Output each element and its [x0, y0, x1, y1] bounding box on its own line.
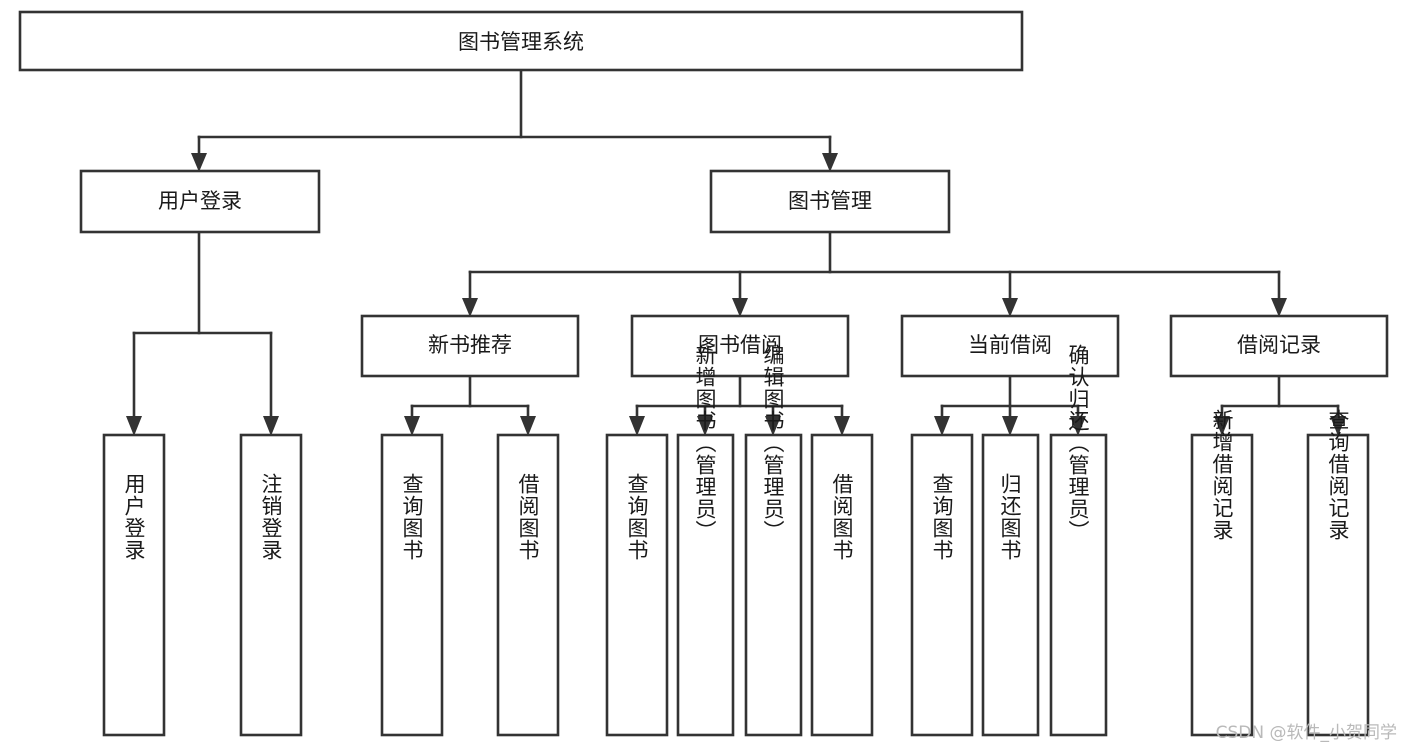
node-current-borrow[interactable]: 当前借阅: [900, 314, 1120, 378]
node-new-book-recommend[interactable]: 新书推荐: [360, 314, 580, 378]
leaf-box-8[interactable]: [810, 433, 874, 737]
leaf-box-2[interactable]: [239, 433, 303, 737]
connector-group-root: [191, 68, 838, 172]
leaf-node[interactable]: 查询图书: [910, 433, 974, 737]
leaf-label-11: 确认归还（管理员）: [1066, 344, 1090, 542]
leaf-box-3[interactable]: [380, 433, 444, 737]
node-new-book-recommend-label: 新书推荐: [428, 333, 512, 357]
node-user-login-label: 用户登录: [158, 189, 242, 213]
arrow-leaf-7: [765, 416, 781, 436]
arrow-leaf-6: [697, 416, 713, 436]
leaf-label-4: 借阅图书: [516, 473, 540, 561]
arrow-leaf-13: [1330, 416, 1346, 436]
arrow-leaf-2: [263, 416, 279, 436]
arrow-leaf-9: [934, 416, 950, 436]
node-user-login-box[interactable]: [79, 169, 321, 234]
leaf-box-7[interactable]: [744, 433, 803, 737]
connector-group-record-children: [1214, 374, 1346, 436]
leaf-node[interactable]: 查询图书: [380, 433, 444, 737]
leaf-label-1: 用户登录: [122, 473, 146, 561]
leaf-box-6[interactable]: [676, 433, 735, 737]
leaf-label-2: 注销登录: [259, 473, 283, 561]
leaf-box-4[interactable]: [496, 433, 560, 737]
leaf-box-11[interactable]: [1049, 433, 1108, 737]
leaf-node[interactable]: 借阅图书: [810, 433, 874, 737]
leaf-node[interactable]: 确认归还（管理员）: [1049, 344, 1108, 737]
leaf-node[interactable]: 借阅图书: [496, 433, 560, 737]
leaf-label-12: 新增借阅记录: [1210, 409, 1234, 541]
leaf-box-12[interactable]: [1190, 433, 1254, 737]
arrow-to-borrow: [732, 298, 748, 317]
arrow-to-user-login: [191, 153, 207, 172]
node-current-borrow-label: 当前借阅: [968, 333, 1052, 357]
node-root[interactable]: 图书管理系统: [18, 10, 1024, 72]
leaf-box-1[interactable]: [102, 433, 166, 737]
leaf-box-13[interactable]: [1306, 433, 1370, 737]
arrow-leaf-3: [404, 416, 420, 436]
leaf-label-5: 查询图书: [625, 473, 649, 561]
leaf-label-3: 查询图书: [400, 473, 424, 561]
arrow-leaf-4: [520, 416, 536, 436]
leaf-node[interactable]: 新增图书（管理员）: [676, 344, 735, 737]
leaf-box-10[interactable]: [981, 433, 1040, 737]
leaf-node[interactable]: 查询图书: [605, 433, 669, 737]
arrow-leaf-5: [629, 416, 645, 436]
leaf-label-7: 编辑图书（管理员）: [761, 344, 785, 542]
leaf-node[interactable]: 用户登录: [102, 433, 166, 737]
connector-group-newbook-children: [404, 374, 536, 436]
arrow-leaf-10: [1002, 416, 1018, 436]
leaf-box-5[interactable]: [605, 433, 669, 737]
leaf-label-13: 查询借阅记录: [1326, 409, 1350, 541]
node-book-manage[interactable]: 图书管理: [709, 169, 951, 234]
node-user-login[interactable]: 用户登录: [79, 169, 321, 234]
connector-group-user-login: [126, 230, 279, 436]
node-book-borrow[interactable]: 图书借阅: [630, 314, 850, 378]
arrow-to-newbook: [462, 298, 478, 317]
arrow-leaf-11: [1070, 416, 1086, 436]
arrow-to-current: [1002, 298, 1018, 317]
arrow-to-book-manage: [822, 153, 838, 172]
arrow-leaf-8: [834, 416, 850, 436]
leaf-node[interactable]: 归还图书: [981, 433, 1040, 737]
node-current-borrow-box[interactable]: [900, 314, 1120, 378]
leaf-label-8: 借阅图书: [830, 473, 854, 561]
leaf-node[interactable]: 编辑图书（管理员）: [744, 344, 803, 737]
arrow-to-record: [1271, 298, 1287, 317]
leaf-node[interactable]: 新增借阅记录: [1190, 409, 1254, 737]
node-book-borrow-label: 图书借阅: [698, 333, 782, 357]
node-root-box[interactable]: [18, 10, 1024, 72]
node-book-manage-box[interactable]: [709, 169, 951, 234]
node-borrow-record[interactable]: 借阅记录: [1169, 314, 1389, 378]
node-borrow-record-label: 借阅记录: [1237, 333, 1321, 357]
node-borrow-record-box[interactable]: [1169, 314, 1389, 378]
leaf-node[interactable]: 查询借阅记录: [1306, 409, 1370, 737]
arrow-leaf-12: [1214, 416, 1230, 436]
leaf-box-9[interactable]: [910, 433, 974, 737]
leaf-label-9: 查询图书: [930, 473, 954, 561]
connector-group-borrow-children: [629, 374, 850, 436]
leaf-node[interactable]: 注销登录: [239, 433, 303, 737]
arrow-leaf-1: [126, 416, 142, 436]
connector-group-current-children: [934, 374, 1086, 436]
node-book-manage-label: 图书管理: [788, 189, 872, 213]
connector-group-book-manage: [462, 230, 1287, 317]
node-new-book-recommend-box[interactable]: [360, 314, 580, 378]
leaf-label-6: 新增图书（管理员）: [693, 344, 717, 542]
node-root-label: 图书管理系统: [458, 30, 584, 54]
node-book-borrow-box[interactable]: [630, 314, 850, 378]
leaf-label-10: 归还图书: [998, 473, 1022, 561]
